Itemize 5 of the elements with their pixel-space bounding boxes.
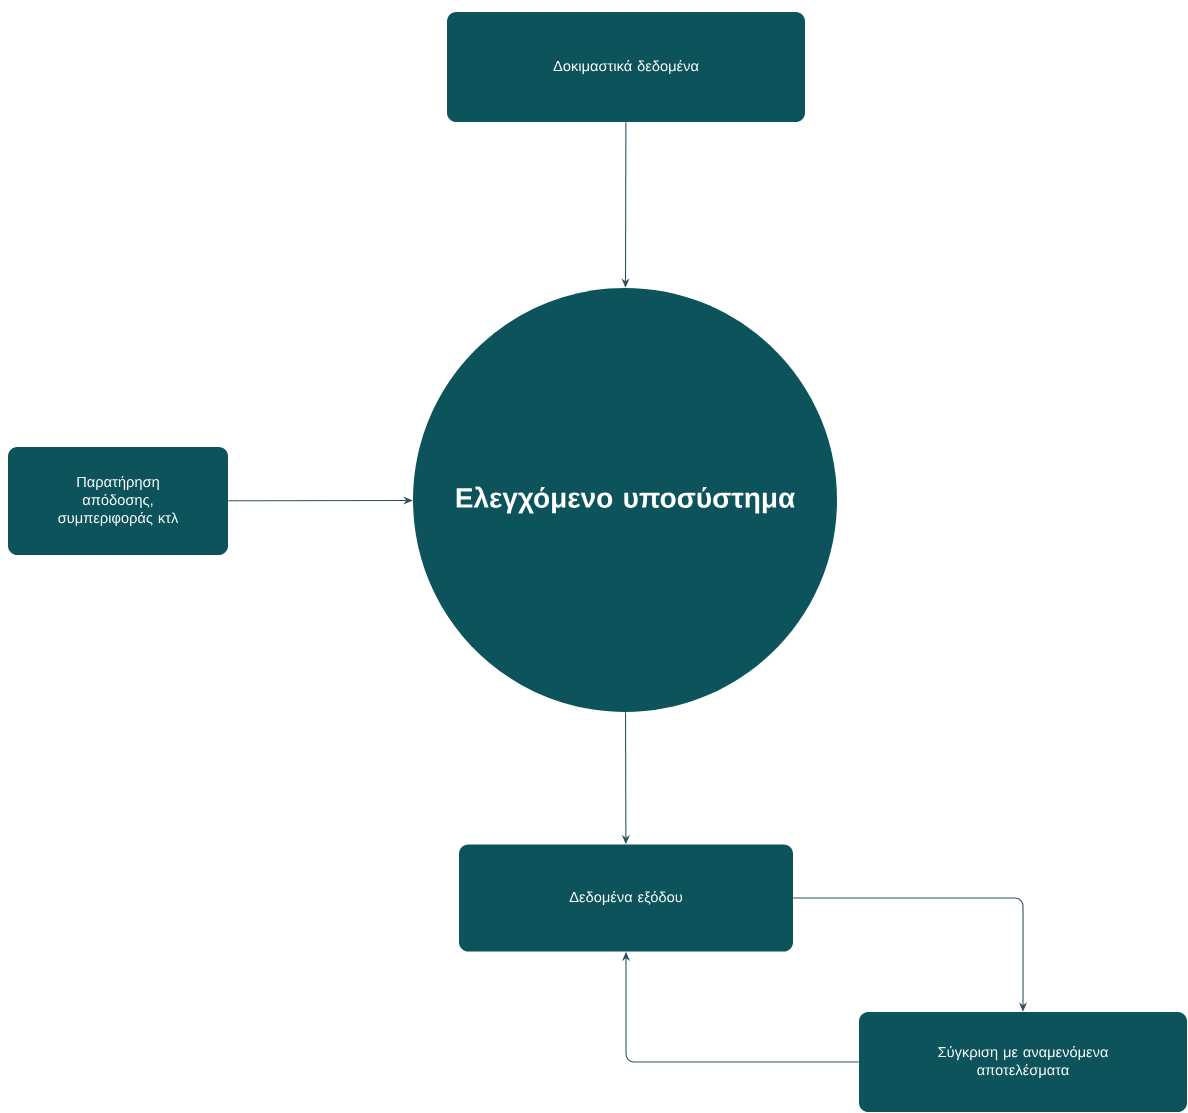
process-box: Δοκιμαστικά δεδομένα — [447, 12, 805, 122]
process-box: Σύγκριση με αναμενόμενα αποτελέσματα — [859, 1012, 1187, 1112]
circle-node: Ελεγχόμενο υποσύστημα — [413, 288, 837, 712]
process-box: Δεδομένα εξόδου — [459, 844, 793, 952]
process-box: Παρατήρηση απόδοσης, συμπεριφοράς κτλ — [8, 447, 228, 555]
